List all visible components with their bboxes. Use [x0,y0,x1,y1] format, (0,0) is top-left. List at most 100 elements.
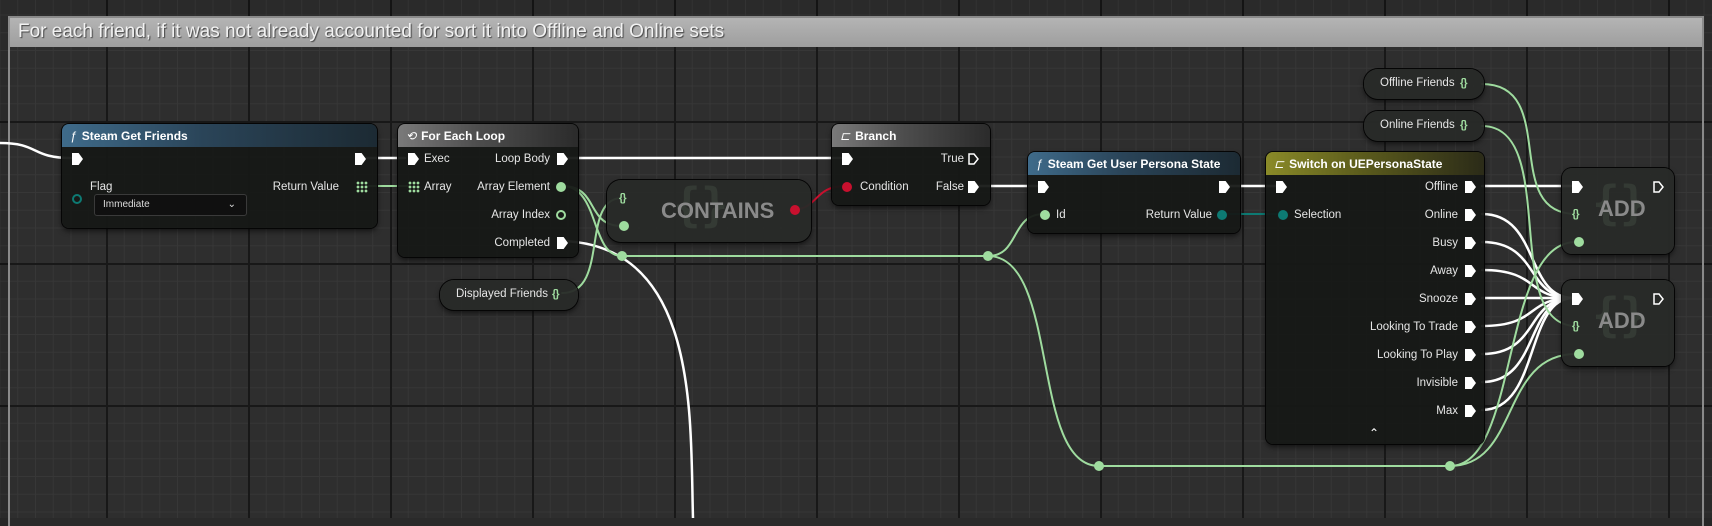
switch-output-pin[interactable] [1465,349,1476,361]
exec-wire-invisible [1480,296,1575,384]
loop-body-pin[interactable] [557,153,568,165]
switch-output-pin[interactable] [1465,181,1476,193]
reroute-knot[interactable] [1445,461,1455,471]
selection-label: Selection [1294,209,1342,221]
function-icon: ƒ [70,128,77,143]
id-label: Id [1056,209,1066,221]
item-in-pin[interactable] [619,221,629,231]
switch-output-pin[interactable] [1465,237,1476,249]
data-wire-offline-set [1481,83,1577,215]
set-out-pin[interactable]: {} [1460,77,1468,89]
exec-in-pin[interactable] [72,153,83,165]
node-steam-get-friends[interactable]: ƒ Steam Get Friends Flag Immediate ⌄ Retu… [62,124,377,228]
completed-pin[interactable] [557,237,568,249]
switch-output-pin[interactable] [1465,209,1476,221]
loop-icon: ⟲ [406,128,417,143]
set-in-pin[interactable]: {} [1572,208,1580,220]
item-in-pin[interactable] [1574,237,1584,247]
flag-dropdown[interactable]: Immediate ⌄ [94,194,247,216]
chevron-down-icon: ⌄ [227,199,236,210]
node-switch-persona-state[interactable]: ⊏Switch on UEPersonaState Selection Offl… [1266,152,1484,444]
switch-output-label: Online [1424,209,1458,221]
array-index-label: Array Index [491,209,550,221]
set-watermark-icon: {} [1592,176,1648,230]
switch-output-label: Snooze [1418,293,1458,305]
reroute-knot[interactable] [983,251,993,261]
switch-output-pin[interactable] [1465,405,1476,417]
array-in-pin[interactable] [408,181,420,193]
reroute-knot[interactable] [617,251,627,261]
node-offline-friends[interactable]: Offline Friends {} [1364,69,1484,99]
flag-pin[interactable] [72,194,82,204]
exec-in-pin[interactable] [408,153,419,165]
return-value-pin[interactable] [1217,210,1227,220]
data-wire-online-set [1481,125,1577,327]
flag-label: Flag [90,181,113,193]
comment-header[interactable]: For each friend, if it was not already a… [10,18,1702,47]
variable-label: Offline Friends [1380,77,1455,89]
exec-out-pin[interactable] [1653,181,1664,193]
true-label: True [940,153,964,165]
flag-dropdown-value: Immediate [103,199,150,210]
exec-wire-completed-down [560,239,695,518]
selection-pin[interactable] [1278,210,1288,220]
exec-in-pin[interactable] [1038,181,1049,193]
node-for-each-loop[interactable]: ⟲For Each Loop Exec Array Loop Body Arra… [398,124,578,257]
set-in-pin[interactable]: {} [1572,320,1580,332]
array-index-pin[interactable] [556,210,566,220]
variable-label: Displayed Friends [456,288,549,300]
bool-out-pin[interactable] [790,205,800,215]
comment-box[interactable] [8,16,1704,526]
exec-wire-online-to-add2 [1480,212,1575,300]
node-branch[interactable]: ⊏Branch Condition True False [832,124,990,205]
switch-output-label: Invisible [1416,377,1458,389]
exec-out-pin[interactable] [1653,293,1664,305]
exec-in-pin[interactable] [1572,293,1583,305]
node-title: For Each Loop [421,128,506,143]
condition-label: Condition [860,181,909,193]
node-add-offline[interactable]: {} ADD {} [1562,168,1674,254]
collapse-arrow-icon[interactable]: ⌃ [1369,426,1380,440]
exec-wire-in [0,141,74,160]
branch-icon: ⊏ [840,128,851,143]
exec-in-pin[interactable] [1276,181,1287,193]
condition-pin[interactable] [842,182,852,192]
array-element-pin[interactable] [556,182,566,192]
switch-output-label: Offline [1424,181,1458,193]
data-wire-reroute-down [987,255,1100,467]
return-value-label: Return Value [272,181,339,193]
set-out-pin[interactable]: {} [1460,119,1468,131]
reroute-knot[interactable] [1094,461,1104,471]
id-pin[interactable] [1040,210,1050,220]
node-title: Steam Get User Persona State [1047,156,1221,171]
comment-title[interactable]: For each friend, if it was not already a… [18,21,725,42]
true-pin[interactable] [968,153,979,165]
switch-output-pin[interactable] [1465,377,1476,389]
exec-in-pin[interactable] [1572,181,1583,193]
node-displayed-friends[interactable]: Displayed Friends {} [440,280,578,310]
switch-output-label: Looking To Trade [1369,321,1458,333]
switch-output-pin[interactable] [1465,265,1476,277]
switch-output-pin[interactable] [1465,293,1476,305]
set-out-pin[interactable]: {} [552,288,560,300]
exec-in-pin[interactable] [842,153,853,165]
exec-out-pin[interactable] [355,153,366,165]
node-title: Steam Get Friends [81,128,188,143]
exec-out-pin[interactable] [1219,181,1230,193]
switch-output-pin[interactable] [1465,321,1476,333]
node-add-online[interactable]: {} ADD {} [1562,280,1674,366]
node-title: ADD [1598,196,1646,221]
node-online-friends[interactable]: Online Friends {} [1364,111,1484,141]
node-title: ADD [1598,308,1646,333]
array-out-pin[interactable] [356,181,368,193]
set-in-pin[interactable]: {} [619,192,627,204]
false-pin[interactable] [968,181,979,193]
completed-label: Completed [494,237,550,249]
data-wire-bottom-to-add2 [1449,353,1577,467]
node-contains[interactable]: {} CONTAINS {} [607,178,811,242]
node-title: CONTAINS [661,198,775,223]
variable-label: Online Friends [1380,119,1455,131]
item-in-pin[interactable] [1574,349,1584,359]
exec-label: Exec [424,153,450,165]
